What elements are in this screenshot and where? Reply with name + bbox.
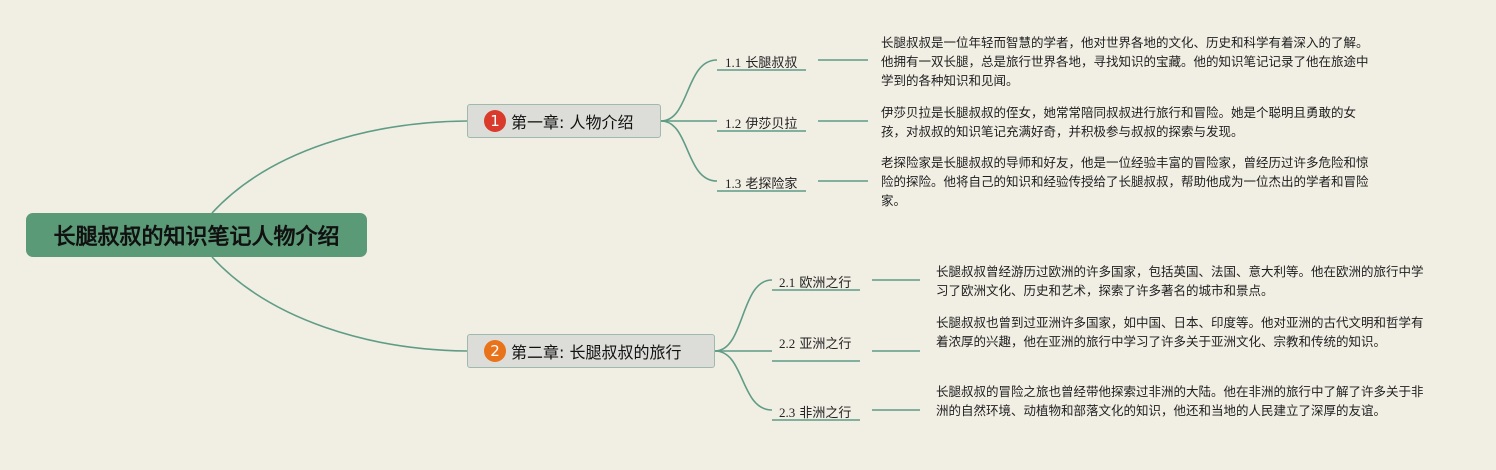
link-ch2-item-3 xyxy=(714,350,773,411)
link-ch1-item-1 xyxy=(660,59,718,122)
chapter-2-title: 第二章: 长腿叔叔的旅行 xyxy=(511,343,682,362)
chapter-1-topic[interactable]: 1 第一章: 人物介绍 xyxy=(467,104,661,138)
priority-1-icon: 1 xyxy=(484,110,506,132)
subtopic-2-2[interactable]: 2.2 亚洲之行 xyxy=(779,336,852,352)
chapter-2-topic[interactable]: 2 第二章: 长腿叔叔的旅行 xyxy=(467,334,715,368)
link-root-chapter-1 xyxy=(211,120,468,214)
note-2-3: 长腿叔叔的冒险之旅也曾经带他探索过非洲的大陆。他在非洲的旅行中了解了许多关于非洲… xyxy=(936,384,1424,418)
subtopic-1-2[interactable]: 1.2 伊莎贝拉 xyxy=(725,116,798,132)
link-root-chapter-2 xyxy=(211,256,468,352)
link-ch1-item-3 xyxy=(660,120,718,182)
subtopic-2-1[interactable]: 2.1 欧洲之行 xyxy=(779,275,852,291)
note-2-1: 长腿叔叔曾经游历过欧洲的许多国家，包括英国、法国、意大利等。他在欧洲的旅行中学习… xyxy=(936,264,1424,298)
root-title: 长腿叔叔的知识笔记人物介绍 xyxy=(53,225,340,250)
note-2-2: 长腿叔叔也曾到过亚洲许多国家，如中国、日本、印度等。他对亚洲的古代文明和哲学有着… xyxy=(936,315,1424,349)
link-ch2-item-1 xyxy=(714,279,773,352)
root-topic[interactable]: 长腿叔叔的知识笔记人物介绍 xyxy=(26,213,367,257)
note-1-2: 伊莎贝拉是长腿叔叔的侄女，她常常陪同叔叔进行旅行和冒险。她是个聪明且勇敢的女孩，… xyxy=(881,105,1357,139)
chapter-1-title: 第一章: 人物介绍 xyxy=(511,113,634,132)
note-1-3: 老探险家是长腿叔叔的导师和好友，他是一位经验丰富的冒险家，曾经历过许多危险和惊险… xyxy=(881,155,1369,208)
subtopic-1-1[interactable]: 1.1 长腿叔叔 xyxy=(725,55,798,71)
note-1-1: 长腿叔叔是一位年轻而智慧的学者，他对世界各地的文化、历史和科学有着深入的了解。他… xyxy=(881,35,1369,88)
subtopic-1-3[interactable]: 1.3 老探险家 xyxy=(725,176,798,192)
priority-2-icon: 2 xyxy=(484,340,506,362)
subtopic-2-3[interactable]: 2.3 非洲之行 xyxy=(779,405,852,421)
